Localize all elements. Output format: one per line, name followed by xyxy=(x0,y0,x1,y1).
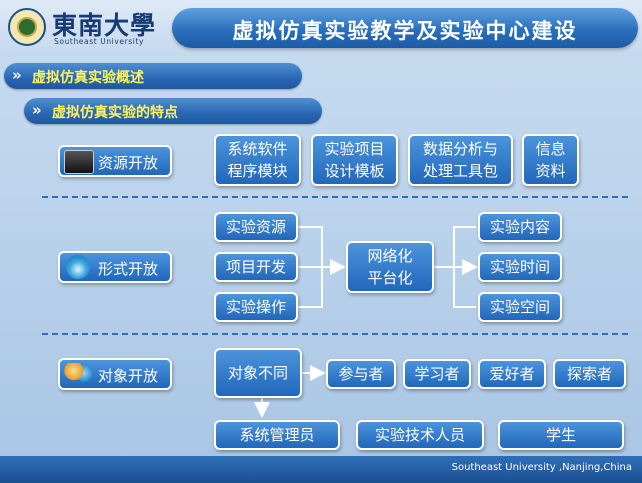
computer-icon xyxy=(64,150,94,174)
wireless-icon xyxy=(66,255,90,279)
double-chevron-icon: » xyxy=(32,101,42,119)
resource-open-label: 资源开放 xyxy=(58,145,172,177)
form-open-label: 形式开放 xyxy=(58,251,172,283)
divider-2 xyxy=(42,333,628,335)
section-features-bar: » 虚拟仿真实验的特点 xyxy=(24,98,322,124)
title-bar: 虚拟仿真实验教学及实验中心建设 xyxy=(172,8,638,48)
divider-1 xyxy=(42,196,628,198)
connector-input-1 xyxy=(298,226,323,267)
role-explorer: 探索者 xyxy=(553,359,626,389)
connector-output-bottom xyxy=(453,267,476,308)
seal-center xyxy=(17,17,37,37)
page-title: 虚拟仿真实验教学及实验中心建设 xyxy=(232,19,578,43)
bottom-student: 学生 xyxy=(498,420,624,450)
form-open-text: 形式开放 xyxy=(98,260,159,278)
resource-item-software: 系统软件 程序模块 xyxy=(214,134,301,186)
form-input-operation: 实验操作 xyxy=(214,292,298,322)
resource-item-toolkit: 数据分析与 处理工具包 xyxy=(408,134,513,186)
object-open-label: 对象开放 xyxy=(58,358,172,390)
object-open-text: 对象开放 xyxy=(98,367,159,385)
section-overview-title: 虚拟仿真实验概述 xyxy=(32,70,144,86)
logo-chinese-text: 東南大學 xyxy=(52,11,157,40)
connector-input-3 xyxy=(298,267,323,308)
form-output-space: 实验空间 xyxy=(478,292,562,322)
double-chevron-icon: » xyxy=(12,66,22,84)
object-different-box: 对象不同 xyxy=(214,348,302,398)
section-overview-bar: » 虚拟仿真实验概述 xyxy=(4,63,302,89)
university-seal-logo xyxy=(8,8,46,46)
form-output-content: 实验内容 xyxy=(478,212,562,242)
form-input-development: 项目开发 xyxy=(214,252,298,282)
bottom-technician: 实验技术人员 xyxy=(356,420,484,450)
header: 東南大學 Southeast University 虚拟仿真实验教学及实验中心建… xyxy=(0,0,642,56)
resource-open-text: 资源开放 xyxy=(98,154,159,172)
resource-item-info: 信息 资料 xyxy=(522,134,579,186)
footer-text: Southeast University ,Nanjing,China xyxy=(451,462,632,473)
form-input-resource: 实验资源 xyxy=(214,212,298,242)
role-participant: 参与者 xyxy=(326,359,396,389)
resource-item-template: 实验项目 设计模板 xyxy=(311,134,398,186)
role-learner: 学习者 xyxy=(403,359,471,389)
section-features-title: 虚拟仿真实验的特点 xyxy=(52,105,178,121)
role-enthusiast: 爱好者 xyxy=(478,359,546,389)
form-hub-network: 网络化 平台化 xyxy=(346,241,434,293)
connector-output-top xyxy=(453,226,476,267)
users-icon xyxy=(64,363,92,385)
bottom-sysadmin: 系统管理员 xyxy=(214,420,340,450)
footer-bar: Southeast University ,Nanjing,China xyxy=(0,456,642,483)
logo-english-text: Southeast University xyxy=(54,37,145,46)
form-output-time: 实验时间 xyxy=(478,252,562,282)
